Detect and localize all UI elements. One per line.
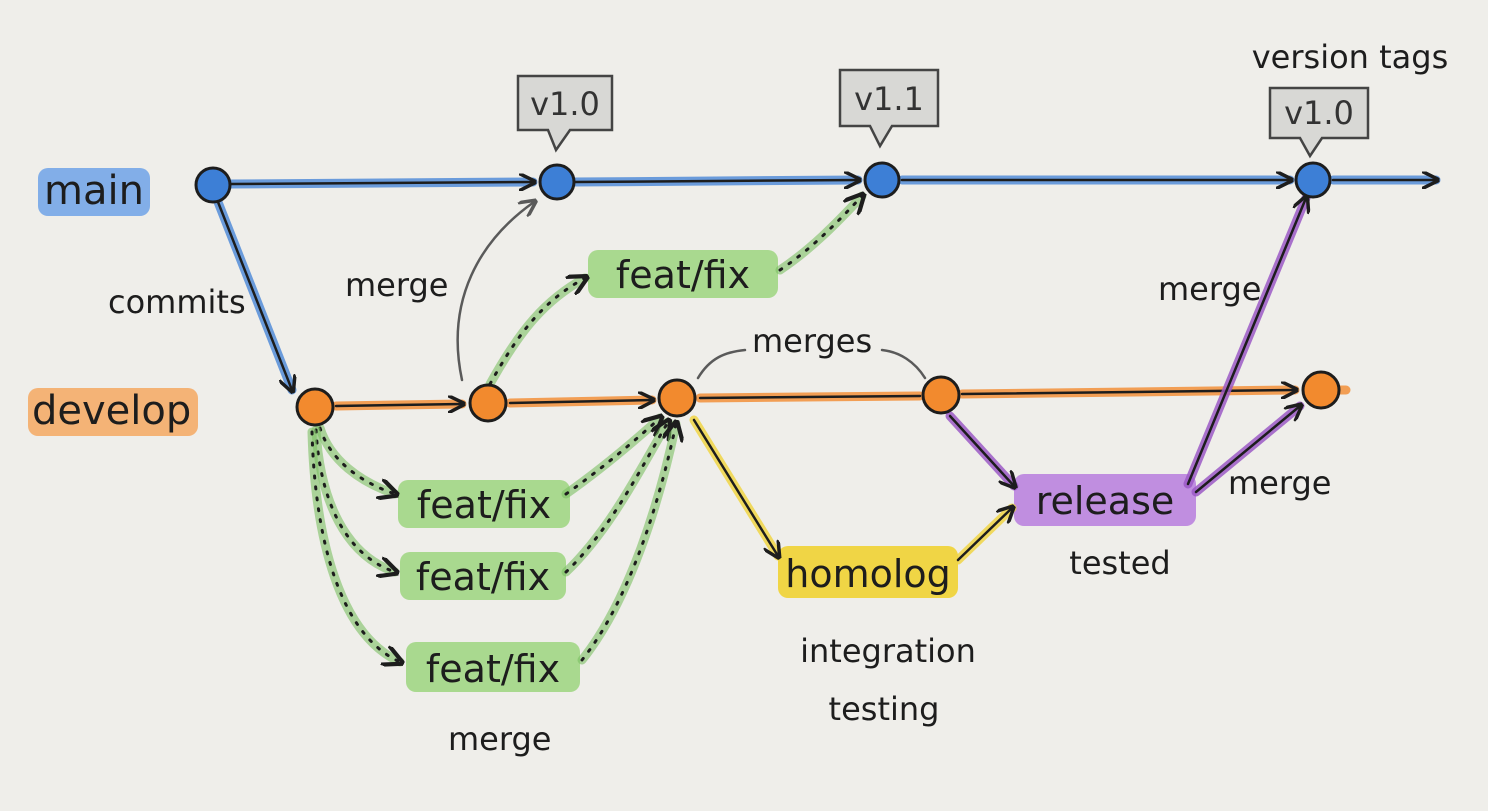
develop-commits bbox=[295, 370, 1341, 427]
tested-label: tested bbox=[1069, 544, 1170, 582]
release-paths bbox=[945, 198, 1311, 497]
develop-branch-label: develop bbox=[32, 388, 191, 434]
feature-box-1 bbox=[398, 480, 570, 528]
highlights bbox=[28, 168, 1196, 692]
merge-arcs bbox=[456, 202, 927, 382]
feature-label-2: feat/fix bbox=[416, 555, 550, 599]
feature-label-3: feat/fix bbox=[426, 647, 560, 691]
develop-label-highlight bbox=[28, 388, 198, 436]
merge-label-main-1: merge bbox=[345, 266, 448, 304]
tag-bubble-1 bbox=[516, 74, 614, 153]
main-branch-line bbox=[213, 180, 1441, 390]
main-commit-node bbox=[538, 163, 576, 201]
tag-label-3: v1.0 bbox=[1284, 94, 1354, 132]
hotfix-box bbox=[588, 250, 778, 298]
version-tags bbox=[516, 68, 1370, 159]
feature-label-1: feat/fix bbox=[417, 483, 551, 527]
text-labels: main develop v1.0 v1.1 v1.0 version tags… bbox=[32, 38, 1448, 758]
homolog-paths bbox=[689, 415, 1012, 565]
merges-label: merges bbox=[752, 322, 872, 360]
feature-box-3 bbox=[406, 642, 580, 692]
main-branch-label: main bbox=[44, 168, 144, 214]
develop-commit-node bbox=[657, 378, 697, 418]
tag-label-1: v1.0 bbox=[530, 85, 600, 123]
feature-paths bbox=[307, 196, 862, 662]
main-commit-node bbox=[1294, 161, 1332, 199]
main-commit-node bbox=[194, 166, 232, 204]
main-label-highlight bbox=[38, 168, 150, 216]
homolog-label: homolog bbox=[785, 552, 951, 596]
develop-commit-node bbox=[921, 375, 961, 415]
develop-commit-node bbox=[295, 387, 335, 427]
develop-commit-node bbox=[1301, 370, 1341, 410]
integration-testing-line2: testing bbox=[829, 690, 940, 728]
homolog-box bbox=[778, 546, 958, 598]
main-commits bbox=[194, 161, 1332, 204]
hotfix-label: feat/fix bbox=[616, 253, 750, 297]
develop-branch-line bbox=[331, 390, 1351, 406]
merge-label-release-develop: merge bbox=[1228, 464, 1331, 502]
develop-commit-node bbox=[468, 383, 508, 423]
main-commit-node bbox=[863, 161, 901, 199]
commits-label: commits bbox=[108, 283, 246, 321]
release-label: release bbox=[1036, 479, 1175, 523]
tag-label-2: v1.1 bbox=[854, 80, 924, 118]
tag-bubble-2 bbox=[838, 68, 940, 149]
tag-bubble-3 bbox=[1268, 86, 1370, 159]
merge-label-features: merge bbox=[448, 720, 551, 758]
integration-testing-line1: integration bbox=[800, 632, 976, 670]
release-box bbox=[1014, 474, 1196, 526]
feature-box-2 bbox=[400, 552, 566, 600]
version-tags-caption: version tags bbox=[1252, 38, 1449, 76]
merge-label-main-2: merge bbox=[1158, 270, 1261, 308]
